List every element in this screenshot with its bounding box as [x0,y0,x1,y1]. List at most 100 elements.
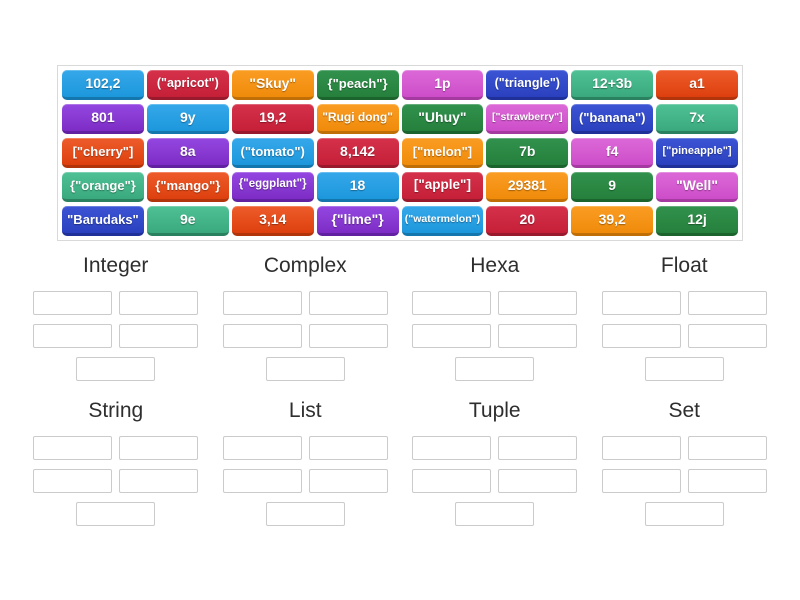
draggable-tile[interactable]: ("banana") [571,104,654,134]
drop-slot[interactable] [498,469,578,493]
draggable-tile[interactable]: 39,2 [571,206,654,236]
category-group-hexa: Hexa [400,252,590,381]
draggable-tile[interactable]: ["apple"] [401,172,484,202]
drop-slot[interactable] [687,436,767,460]
draggable-tile[interactable]: 9 [571,172,654,202]
drop-slot[interactable] [33,436,113,460]
drop-slot[interactable] [222,291,302,315]
drop-slot[interactable] [308,436,388,460]
drop-slot[interactable] [119,469,199,493]
tile-label: 801 [91,109,115,125]
drop-slot[interactable] [265,502,345,526]
drop-slot-row [33,291,199,315]
drop-slot-row [601,436,767,460]
draggable-tile[interactable]: 9y [146,104,229,134]
drop-slot[interactable] [498,436,578,460]
draggable-tile[interactable]: 801 [62,104,144,134]
drop-slot[interactable] [498,324,578,348]
draggable-tile[interactable]: 18 [316,172,399,202]
drop-slot[interactable] [222,324,302,348]
draggable-tile[interactable]: 3,14 [231,206,314,236]
draggable-tile[interactable]: ["pineapple"] [656,138,738,168]
category-title: Complex [263,254,347,277]
draggable-tile[interactable]: ("triangle") [486,70,569,100]
tile-label: ("watermelon") [404,212,481,225]
draggable-tile[interactable]: ["cherry"] [62,138,144,168]
draggable-tile[interactable]: 12+3b [571,70,654,100]
draggable-tile[interactable]: 102,2 [62,70,144,100]
drop-slot[interactable] [455,357,535,381]
drop-slot[interactable] [76,357,156,381]
draggable-tile[interactable]: {"mango"} [146,172,229,202]
draggable-tile[interactable]: 29381 [486,172,569,202]
drop-slot[interactable] [308,291,388,315]
draggable-tile[interactable]: "Well" [656,172,738,202]
draggable-tile[interactable]: 12j [656,206,738,236]
drop-slot[interactable] [119,324,199,348]
drop-slot[interactable] [308,324,388,348]
drop-slot[interactable] [33,291,113,315]
draggable-tile[interactable]: a1 [656,70,738,100]
draggable-tile[interactable]: "Barudaks" [62,206,144,236]
draggable-tile[interactable]: ["melon"] [401,138,484,168]
drop-slot[interactable] [644,357,724,381]
drop-slot[interactable] [119,291,199,315]
draggable-tile[interactable]: "Rugi dong" [316,104,399,134]
drop-slot-row [412,291,578,315]
drop-slot-row [412,469,578,493]
drop-slot[interactable] [76,502,156,526]
tile-label: {"peach"} [327,75,388,91]
drop-slot[interactable] [687,324,767,348]
drop-slot[interactable] [412,469,492,493]
draggable-tile[interactable]: f4 [571,138,654,168]
draggable-tile[interactable]: "Uhuy" [401,104,484,134]
draggable-tile[interactable]: {"eggplant"} [231,172,314,202]
drop-slot[interactable] [119,436,199,460]
drop-slot[interactable] [222,436,302,460]
drop-slot[interactable] [455,502,535,526]
drop-slot[interactable] [601,469,681,493]
tile-label: 18 [349,177,366,193]
tile-label: ("tomato") [240,143,305,159]
draggable-tile[interactable]: 19,2 [231,104,314,134]
draggable-tile[interactable]: ("apricot") [146,70,229,100]
drop-slot-area [412,436,578,526]
draggable-tile[interactable]: 8a [146,138,229,168]
drop-slot[interactable] [33,324,113,348]
drop-slot[interactable] [265,357,345,381]
draggable-tile[interactable]: 9e [146,206,229,236]
draggable-tile[interactable]: {"lime"} [316,206,399,236]
draggable-tile[interactable]: {"orange"} [62,172,144,202]
drop-slot[interactable] [601,436,681,460]
drop-slot[interactable] [601,291,681,315]
drop-slot-row [412,324,578,348]
category-title: Hexa [470,254,520,277]
draggable-tile[interactable]: 20 [486,206,569,236]
drop-slot[interactable] [498,291,578,315]
drop-slot[interactable] [308,469,388,493]
drop-slot[interactable] [687,469,767,493]
drop-slot[interactable] [33,469,113,493]
drop-slot[interactable] [412,324,492,348]
draggable-tile[interactable]: {"peach"} [316,70,399,100]
drop-slot-row [644,357,724,381]
draggable-tile[interactable]: ("watermelon") [401,206,484,236]
drop-slot-area [222,436,388,526]
draggable-tile[interactable]: ("tomato") [231,138,314,168]
tile-label: a1 [689,75,705,91]
draggable-tile[interactable]: ["strawberry"] [486,104,569,134]
drop-slot[interactable] [222,469,302,493]
draggable-tile[interactable]: 1p [401,70,484,100]
drop-slot[interactable] [601,324,681,348]
tile-label: 102,2 [85,75,121,91]
drop-slot-row [265,502,345,526]
draggable-tile[interactable]: "Skuy" [231,70,314,100]
draggable-tile[interactable]: 7b [486,138,569,168]
tile-label: 7b [519,143,536,159]
drop-slot[interactable] [412,436,492,460]
drop-slot[interactable] [412,291,492,315]
draggable-tile[interactable]: 7x [656,104,738,134]
drop-slot[interactable] [644,502,724,526]
draggable-tile[interactable]: 8,142 [316,138,399,168]
drop-slot[interactable] [687,291,767,315]
